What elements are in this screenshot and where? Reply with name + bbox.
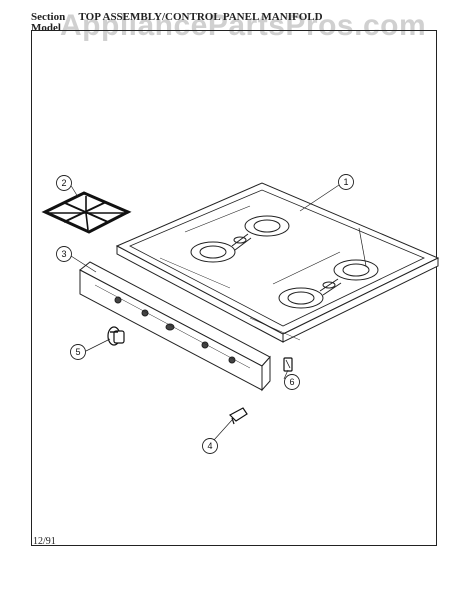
diagram-frame [31,30,437,546]
svg-text:2: 2 [61,178,66,188]
model-label: Model [31,22,61,34]
bracket [229,407,248,425]
end-cap [283,357,293,372]
grate [41,191,132,234]
svg-text:1: 1 [343,177,348,187]
revision-date: 12/91 [33,536,56,547]
callout-3: 3 [56,246,72,262]
cooktop [115,182,440,343]
watermark: AppliancePartsPros.com [60,9,427,42]
section-heading: Section TOP ASSEMBLY/CONTROL PANEL MANIF… [31,11,323,23]
callout-5: 5 [70,344,86,360]
callout-6: 6 [284,374,300,390]
leader-lines [69,183,367,441]
svg-text:5: 5 [75,347,80,357]
svg-text:3: 3 [61,249,66,259]
section-title: TOP ASSEMBLY/CONTROL PANEL MANIFOLD [78,11,323,23]
model-heading: Model [31,22,61,34]
knob [107,326,125,346]
callout-2: 2 [56,175,72,191]
control-panel-manifold [79,261,271,392]
svg-text:4: 4 [207,441,212,451]
callout-1: 1 [338,174,354,190]
callouts: 1 2 3 4 5 6 [56,174,354,454]
svg-text:6: 6 [289,377,294,387]
callout-4: 4 [202,438,218,454]
section-label: Section [31,11,66,23]
